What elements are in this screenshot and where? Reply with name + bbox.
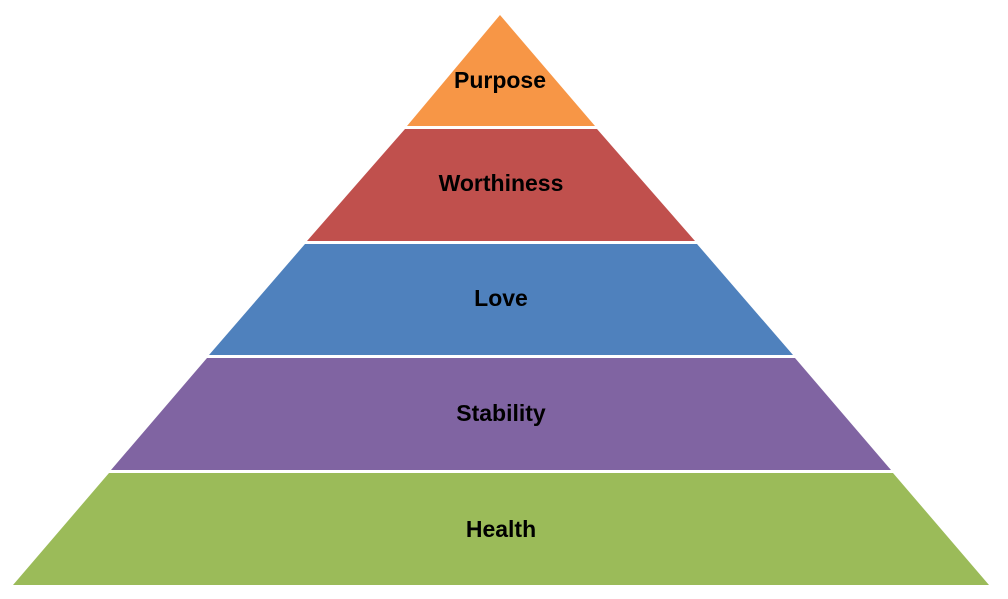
tier-worthiness-label: Worthiness (439, 170, 564, 196)
tier-purpose-shape (407, 15, 595, 126)
tier-purpose-label: Purpose (454, 67, 546, 93)
tier-health-label: Health (466, 516, 536, 542)
tier-worthiness-shape (307, 129, 695, 241)
tier-love-label: Love (474, 285, 528, 311)
tier-stability-label: Stability (456, 400, 546, 426)
tier-love-shape (209, 244, 793, 355)
tier-health-shape (13, 473, 989, 585)
tier-stability-shape (111, 358, 891, 470)
